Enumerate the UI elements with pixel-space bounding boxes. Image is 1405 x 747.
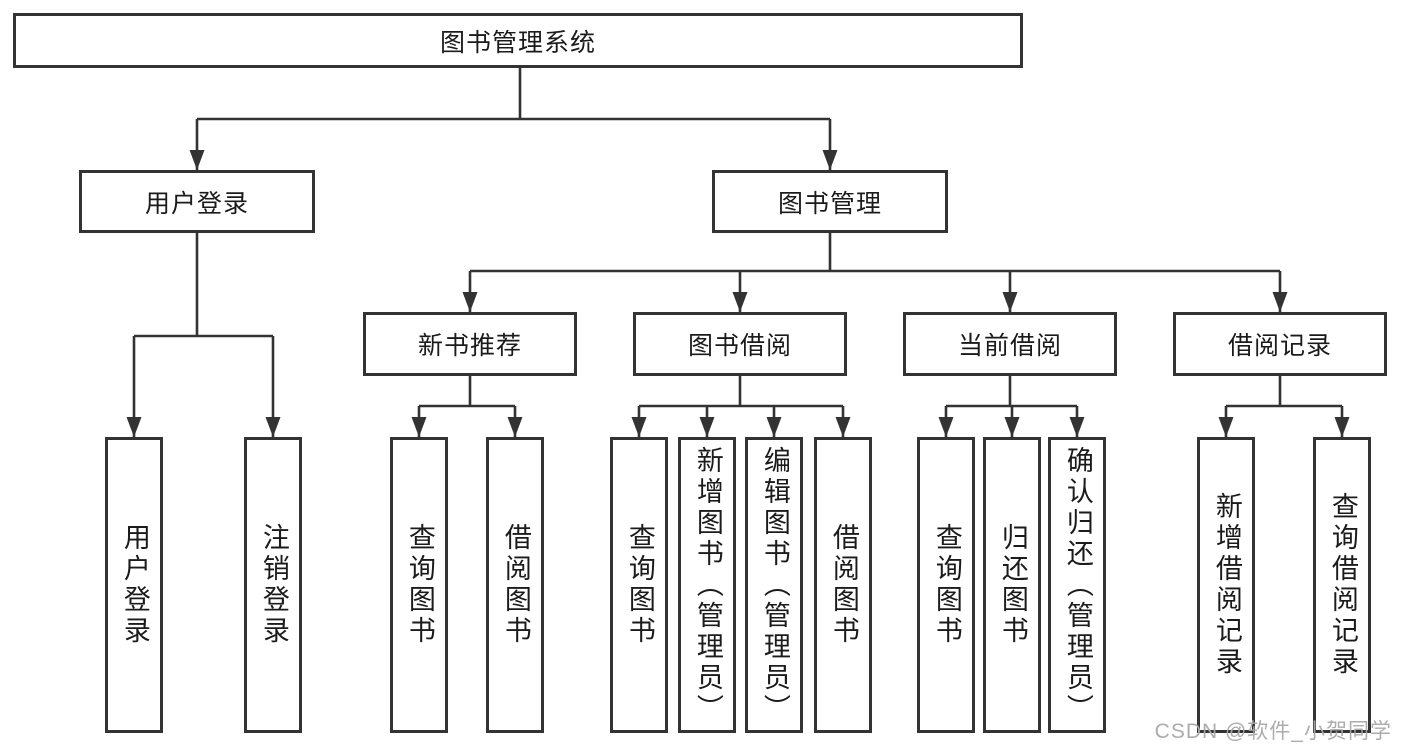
arrowhead-icons — [126, 150, 1350, 437]
leaf-borrowing-query-books-label: 查询图书 — [624, 523, 655, 647]
leaf-current-return-books: 归还图书 — [983, 437, 1041, 733]
leaf-borrowing-borrow-books-label: 借阅图书 — [828, 523, 859, 647]
leaf-user-login: 用户登录 — [105, 437, 163, 733]
leaf-borrowing-query-books: 查询图书 — [610, 437, 668, 733]
leaf-borrowing-add-books-admin: 新增图书（管理员） — [678, 437, 736, 733]
leaf-borrowing-borrow-books: 借阅图书 — [814, 437, 872, 733]
leaf-current-query-books: 查询图书 — [917, 437, 975, 733]
leaf-records-query-record-label: 查询借阅记录 — [1327, 492, 1358, 678]
leaf-recommend-query-books-label: 查询图书 — [404, 523, 435, 647]
leaf-records-add-record-label: 新增借阅记录 — [1211, 492, 1242, 678]
leaf-borrowing-add-books-admin-label: 新增图书（管理员） — [692, 445, 723, 725]
leaf-borrowing-edit-books-admin-label: 编辑图书（管理员） — [759, 445, 790, 725]
node-new-book-recommend: 新书推荐 — [363, 312, 577, 376]
node-borrowing-records: 借阅记录 — [1173, 312, 1387, 376]
leaf-current-return-books-label: 归还图书 — [997, 523, 1028, 647]
leaf-recommend-borrow-books: 借阅图书 — [486, 437, 544, 733]
leaf-records-query-record: 查询借阅记录 — [1313, 437, 1371, 733]
watermark-text: CSDN @软件_小贺同学 — [1154, 720, 1392, 743]
leaf-recommend-query-books: 查询图书 — [390, 437, 448, 733]
node-book-management: 图书管理 — [712, 170, 948, 233]
leaf-user-login-label: 用户登录 — [119, 523, 150, 647]
leaf-records-add-record: 新增借阅记录 — [1197, 437, 1255, 733]
leaf-current-query-books-label: 查询图书 — [931, 523, 962, 647]
leaf-current-confirm-return-admin-label: 确认归还（管理员） — [1062, 445, 1093, 725]
node-user-login: 用户登录 — [79, 170, 315, 233]
leaf-recommend-borrow-books-label: 借阅图书 — [500, 523, 531, 647]
leaf-logout: 注销登录 — [244, 437, 302, 733]
leaf-logout-label: 注销登录 — [258, 523, 289, 647]
leaf-borrowing-edit-books-admin: 编辑图书（管理员） — [745, 437, 803, 733]
node-book-borrowing: 图书借阅 — [633, 312, 847, 376]
node-current-borrowing: 当前借阅 — [903, 312, 1117, 376]
leaf-current-confirm-return-admin: 确认归还（管理员） — [1048, 437, 1106, 733]
node-library-management-system: 图书管理系统 — [13, 13, 1023, 68]
